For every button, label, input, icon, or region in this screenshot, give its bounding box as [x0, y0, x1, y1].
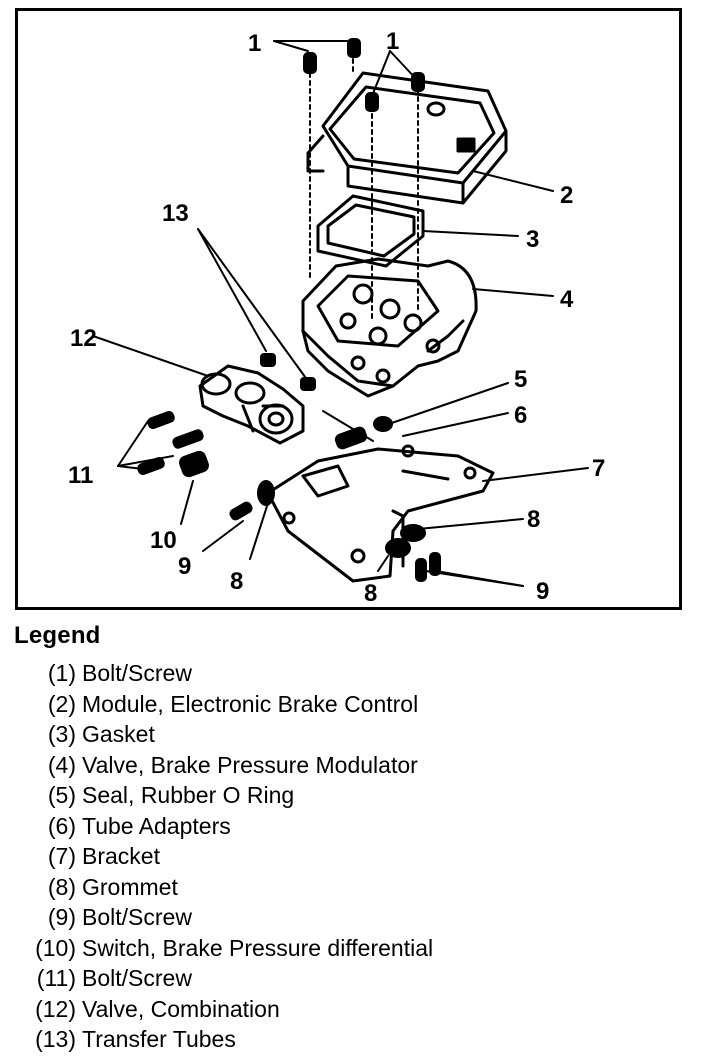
- bolt-icon: [303, 52, 317, 74]
- exploded-view-diagram: 1 1 2 3 4 5 6 7 8 8 8 9 9 10 11 12 13: [15, 8, 682, 610]
- legend-item: (8)Grommet: [14, 872, 694, 903]
- legend-item: (2)Module, Electronic Brake Control: [14, 689, 694, 720]
- pressure-switch-icon: [179, 450, 209, 478]
- callout-10: 10: [150, 527, 177, 554]
- legend-item-label: Bolt/Screw: [82, 904, 192, 930]
- legend-item-number: (8): [47, 873, 76, 900]
- bolt-icon: [137, 456, 165, 476]
- bolt-icon: [411, 72, 425, 92]
- legend-item-number: (11): [36, 965, 76, 991]
- legend-item: (6)Tube Adapters: [14, 811, 694, 842]
- legend-item: (3)Gasket: [14, 719, 694, 750]
- legend-title: Legend: [14, 622, 101, 649]
- brake-pressure-modulator-valve: [301, 257, 478, 398]
- callout-8a: 8: [527, 506, 540, 533]
- legend-item-number: (10): [35, 934, 76, 961]
- callout-8b: 8: [230, 568, 243, 595]
- legend-item-number: (5): [47, 782, 76, 808]
- tube-fitting-icon: [260, 353, 276, 367]
- legend-item: (13)Transfer Tubes: [14, 1024, 694, 1055]
- legend-item-label: Tube Adapters: [82, 812, 231, 839]
- legend-item-number: (13): [35, 1026, 76, 1052]
- callout-1b: 1: [386, 28, 399, 55]
- legend-item-label: Switch, Brake Pressure differential: [82, 934, 434, 961]
- callout-6: 6: [514, 402, 527, 429]
- tube-fitting-icon: [300, 377, 316, 391]
- callout-7: 7: [592, 455, 605, 482]
- gasket: [316, 194, 425, 268]
- callout-1a: 1: [248, 30, 261, 57]
- legend-item-number: (1): [47, 660, 76, 686]
- diagram-drawing: 1 1 2 3 4 5 6 7 8 8 8 9 9 10 11 12 13: [68, 28, 605, 607]
- legend-list: (1)Bolt/Screw (2)Module, Electronic Brak…: [14, 658, 694, 1055]
- legend-item-label: Seal, Rubber O Ring: [82, 782, 295, 808]
- legend-item: (9)Bolt/Screw: [14, 902, 694, 933]
- legend-item-number: (12): [35, 995, 76, 1022]
- bolt-icon: [415, 558, 427, 582]
- grommet-icon: [257, 480, 275, 506]
- legend-item-label: Bolt/Screw: [82, 660, 192, 686]
- bolt-icon: [429, 552, 441, 576]
- legend-item-label: Transfer Tubes: [82, 1026, 236, 1052]
- brake-control-module: [306, 71, 508, 205]
- bracket: [266, 444, 495, 583]
- bolt-icon: [347, 38, 361, 58]
- legend-item: (5)Seal, Rubber O Ring: [14, 780, 694, 811]
- callout-13: 13: [162, 200, 189, 227]
- legend-item-number: (4): [47, 751, 76, 778]
- callout-4: 4: [560, 286, 574, 313]
- callout-9b: 9: [536, 578, 549, 605]
- callout-5: 5: [514, 366, 527, 393]
- fasteners: [137, 38, 441, 582]
- legend-item: (1)Bolt/Screw: [14, 658, 694, 689]
- legend-item-number: (9): [47, 904, 76, 930]
- legend-item-number: (2): [47, 690, 76, 717]
- o-ring-seal-icon: [373, 416, 393, 432]
- callout-12: 12: [70, 325, 97, 352]
- leader-lines: [92, 40, 589, 587]
- legend-item-label: Gasket: [82, 721, 155, 747]
- combination-valve: [198, 364, 305, 445]
- callout-9a: 9: [178, 553, 191, 580]
- legend-item-number: (3): [47, 721, 76, 747]
- legend-item: (7)Bracket: [14, 841, 694, 872]
- legend-item-label: Bolt/Screw: [82, 965, 192, 991]
- callout-3: 3: [526, 226, 539, 253]
- legend-item-label: Valve, Combination: [82, 995, 280, 1022]
- legend-item: (12)Valve, Combination: [14, 994, 694, 1025]
- legend-item: (10)Switch, Brake Pressure differential: [14, 933, 694, 964]
- legend-item-label: Grommet: [82, 873, 178, 900]
- legend-item-label: Bracket: [82, 843, 160, 869]
- legend-item-number: (7): [47, 843, 76, 869]
- grommet-icon: [400, 524, 426, 542]
- legend: Legend (1)Bolt/Screw (2)Module, Electron…: [14, 622, 694, 1055]
- grommet-icon: [385, 538, 411, 558]
- callout-11: 11: [68, 462, 93, 489]
- tube-adapter-icon: [334, 426, 368, 450]
- callout-2: 2: [560, 182, 573, 209]
- bolt-icon: [172, 429, 204, 449]
- legend-item-number: (6): [47, 812, 76, 839]
- bolt-icon: [229, 501, 253, 521]
- legend-item-label: Valve, Brake Pressure Modulator: [82, 751, 418, 778]
- callout-8c: 8: [364, 580, 377, 607]
- bolt-icon: [365, 92, 379, 112]
- legend-item: (11)Bolt/Screw: [14, 963, 694, 994]
- legend-item: (4)Valve, Brake Pressure Modulator: [14, 750, 694, 781]
- legend-item-label: Module, Electronic Brake Control: [82, 690, 419, 717]
- bolt-icon: [147, 410, 175, 430]
